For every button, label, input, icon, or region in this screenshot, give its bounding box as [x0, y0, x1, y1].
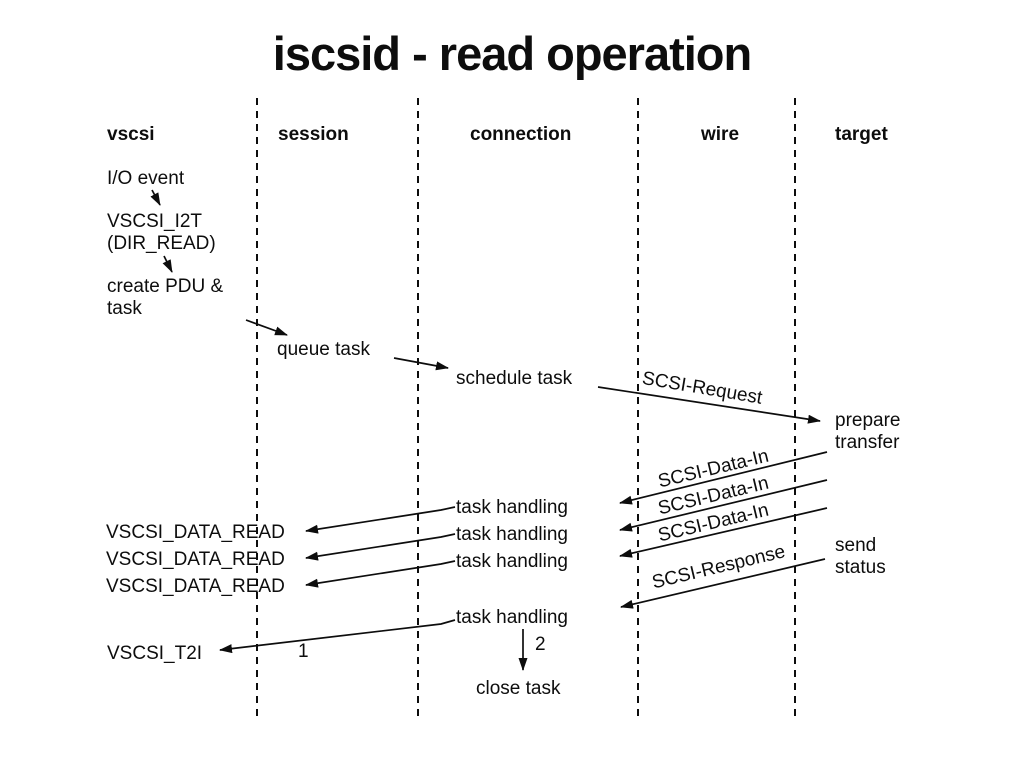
label-vscsi-i2t: VSCSI_I2T	[107, 211, 203, 232]
arrow-queue-to-schedule-task	[393, 357, 449, 371]
label-send-status-line1: send	[835, 535, 877, 556]
label-send-status-line2: status	[835, 557, 886, 578]
label-task-handling-2: task handling	[456, 524, 568, 545]
arrow-scsi-response	[620, 558, 826, 609]
label-vscsi-data-read-3: VSCSI_DATA_READ	[106, 576, 285, 597]
label-vscsi-data-read-1: VSCSI_DATA_READ	[106, 522, 285, 543]
label-task-handling-3: task handling	[456, 551, 568, 572]
arrow-i2t-to-createpdu	[162, 255, 173, 273]
lane-header-vscsi: vscsi	[107, 124, 155, 145]
arrow-ioevent-to-i2t	[150, 189, 161, 206]
arrow-scsi-data-in-2	[619, 479, 828, 532]
label-prepare-transfer-line1: prepare	[835, 410, 901, 431]
label-io-event: I/O event	[107, 168, 185, 189]
page-title: iscsid - read operation	[272, 27, 752, 80]
arrow-taskhandling2-to-dataread2	[305, 533, 456, 561]
arrow-taskhandling1-to-dataread1	[305, 506, 456, 534]
lane-header-connection: connection	[470, 124, 572, 145]
label-queue-task: queue task	[277, 339, 370, 360]
arrow-scsi-data-in-1	[619, 451, 828, 505]
lane-header-session: session	[278, 124, 349, 145]
label-vscsi-data-read-2: VSCSI_DATA_READ	[106, 549, 285, 570]
label-create-task: task	[107, 298, 142, 319]
label-step-1: 1	[298, 641, 309, 662]
arrow-scsi-request	[597, 386, 821, 424]
label-task-handling-4: task handling	[456, 607, 568, 628]
label-vscsi-t2i: VSCSI_T2I	[107, 643, 203, 664]
lane-header-target: target	[835, 124, 888, 145]
label-prepare-transfer-line2: transfer	[835, 432, 900, 453]
arrow-scsi-data-in-3	[619, 507, 828, 558]
label-step-2: 2	[535, 634, 546, 655]
arrow-create-to-queue-task	[245, 319, 288, 336]
arrow-taskhandling3-to-dataread3	[305, 560, 456, 588]
label-close-task: close task	[476, 678, 561, 699]
label-dir-read: (DIR_READ)	[107, 233, 216, 254]
label-schedule-task: schedule task	[456, 368, 573, 389]
label-create-pdu: create PDU &	[107, 276, 224, 297]
arrow-taskhandling4-to-t2i	[219, 619, 456, 654]
label-task-handling-1: task handling	[456, 497, 568, 518]
lane-header-wire: wire	[701, 124, 740, 145]
